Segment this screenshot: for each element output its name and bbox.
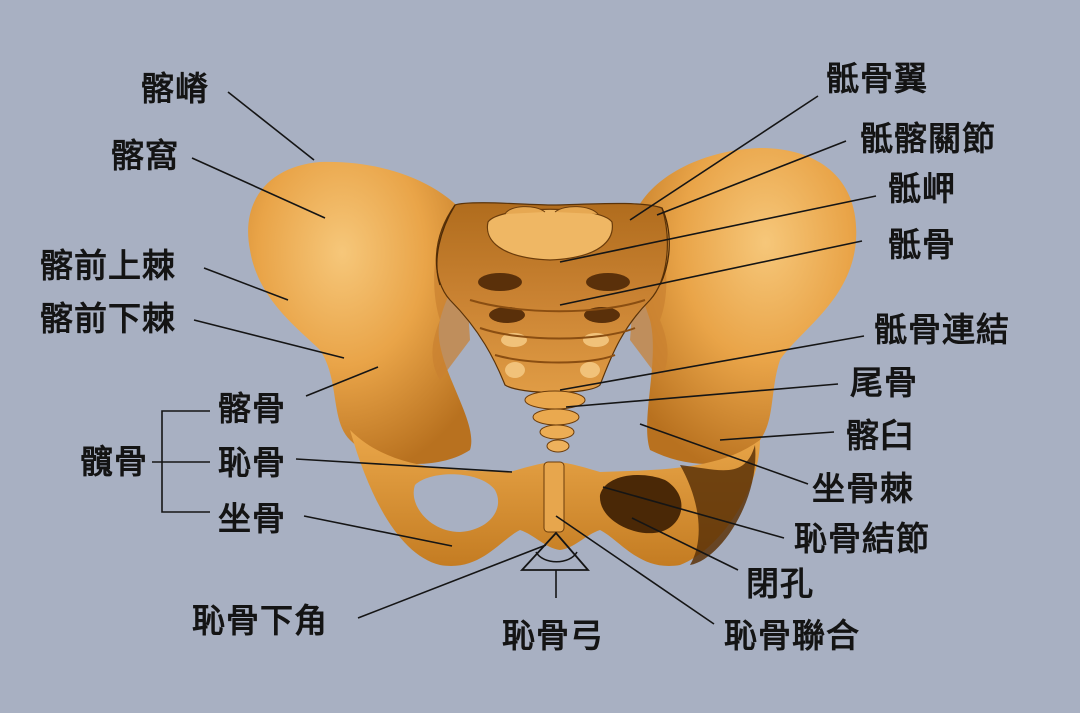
sacrum-body [435, 202, 668, 394]
pubic-arch-triangle [519, 531, 590, 571]
sacral-foramen [580, 362, 600, 378]
label-iliac-crest: 髂嵴 [141, 69, 209, 108]
leader-lines [152, 91, 877, 625]
label-obturator-foramen: 閉孔 [746, 564, 814, 603]
label-ischial-spine: 坐骨棘 [812, 469, 914, 508]
sacral-foramen [505, 362, 525, 378]
label-hip-bone: 髖骨 [80, 442, 148, 481]
sacral-foramen [489, 307, 525, 323]
coccyx-bone [524, 390, 586, 453]
label-pubic-tubercle: 恥骨結節 [794, 519, 930, 558]
label-subpubic-angle: 恥骨下角 [192, 601, 328, 640]
label-pubic-arch: 恥骨弓 [502, 616, 604, 655]
label-sacral-ala: 骶骨翼 [826, 59, 928, 98]
label-promontory: 骶岬 [888, 169, 956, 208]
label-sacrococcygeal-joint: 骶骨連結 [874, 310, 1010, 349]
label-pubis: 恥骨 [218, 443, 286, 482]
sacral-foramen [584, 307, 620, 323]
label-coccyx: 尾骨 [850, 363, 918, 402]
right-ilium [629, 148, 857, 464]
label-asis: 髂前上棘 [40, 246, 176, 285]
right-obturator-foramen [599, 475, 682, 534]
subpubic-angle-arc [535, 551, 578, 563]
label-iliac-fossa: 髂窩 [111, 136, 179, 175]
left-ilium [248, 161, 473, 464]
left-obturator-foramen [413, 474, 499, 532]
sacral-foramen [478, 273, 522, 291]
label-sacrum: 骶骨 [888, 225, 956, 264]
sacral-foramen [586, 273, 630, 291]
label-ischium: 坐骨 [218, 499, 286, 538]
label-acetabulum: 髂臼 [846, 416, 914, 455]
label-ilium: 髂骨 [218, 389, 286, 428]
label-sacroiliac-joint: 骶髂關節 [860, 119, 996, 158]
label-aiis: 髂前下棘 [40, 299, 176, 338]
label-pubic-symphysis: 恥骨聯合 [724, 616, 860, 655]
pubic-symphysis-joint [543, 461, 565, 533]
